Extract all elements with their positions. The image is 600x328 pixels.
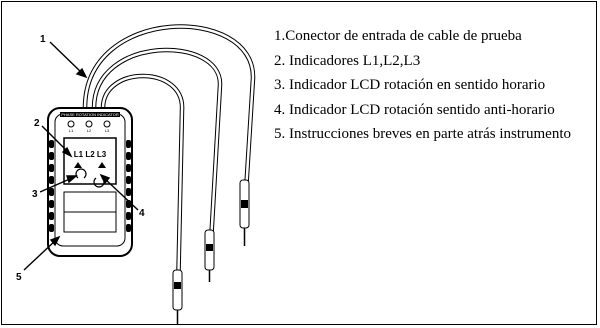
lcd-screen [63, 137, 117, 185]
callout-1: 1 [40, 34, 46, 45]
callout-3: 3 [32, 189, 38, 200]
clockwise-indicator [74, 162, 82, 168]
legend-item-1: 1.Conector de entrada de cable de prueba [274, 28, 522, 44]
probe-1 [239, 179, 250, 246]
callout-5: 5 [16, 272, 22, 283]
indicator-label-l3: L3 [105, 128, 110, 133]
callout-2: 2 [34, 118, 40, 129]
legend-item-4: 4. Indicador LCD rotación sentido anti-h… [274, 101, 555, 118]
lcd-text: L1 L2 L3 [74, 150, 107, 159]
legend-item-5: 5. Instrucciones breves en parte atrás i… [274, 126, 571, 142]
callout-4: 4 [139, 208, 145, 219]
phase-rotation-tester-drawing: PHASE ROTATION INDICATOR L1 L2 L3 L1 L2 … [16, 24, 256, 324]
legend-item-2: 2. Indicadores L1,L2,L3 [274, 52, 421, 69]
legend-item-3: 3. Indicador LCD rotación en sentido hor… [274, 77, 546, 93]
device-title: PHASE ROTATION INDICATOR [61, 112, 119, 117]
callout-arrow-4 [103, 177, 139, 211]
probe-2 [204, 229, 215, 282]
callout-arrow-5 [23, 239, 57, 271]
indicator-label-l2: L2 [87, 128, 92, 133]
callout-arrow-1 [49, 41, 83, 74]
lead-indicators: L1 L2 L3 [67, 120, 111, 133]
counterclockwise-indicator [98, 162, 106, 168]
legend-list: 1.Conector de entrada de cable de prueba… [274, 24, 584, 147]
instrument-body: PHASE ROTATION INDICATOR L1 L2 L3 L1 L2 … [47, 107, 133, 257]
probe-3 [172, 269, 183, 324]
callout-arrow-3 [39, 177, 73, 193]
callout-arrow-2 [41, 125, 69, 153]
indicator-label-l1: L1 [69, 128, 74, 133]
